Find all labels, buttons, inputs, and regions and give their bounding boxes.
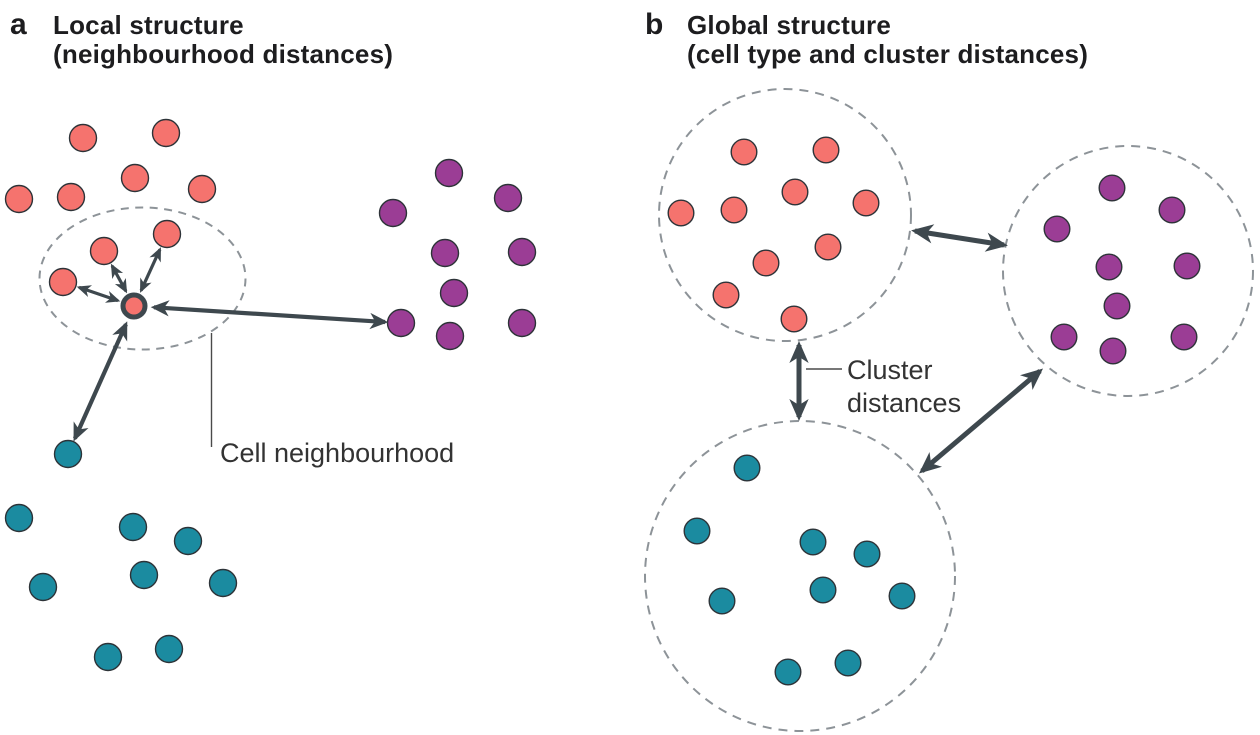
cell-dot	[834, 649, 862, 677]
cluster-circle-red	[658, 88, 912, 342]
cell-dot	[4, 184, 34, 214]
distance-arrow	[72, 321, 128, 442]
cell-dot	[68, 123, 98, 153]
panel-a-red-cluster	[4, 118, 217, 297]
cluster-circle-teal	[644, 420, 956, 732]
cell-dot	[1050, 323, 1078, 351]
distance-arrow	[139, 247, 162, 293]
distance-arrow	[150, 300, 389, 330]
cell-dot	[733, 454, 761, 482]
panel-a-label: a	[10, 8, 27, 41]
cell-dot	[435, 321, 465, 351]
panel-a-title-line2: (neighbourhood distances)	[53, 39, 393, 69]
panel-b-cluster-distance-arrows	[789, 224, 1044, 474]
cell-dot	[89, 236, 119, 266]
panel-a-title-line1: Local structure	[53, 10, 244, 40]
panel-b-cluster-dots	[667, 136, 1201, 686]
cell-dot	[799, 528, 827, 556]
cell-dot	[93, 642, 123, 672]
cell-dot	[730, 138, 758, 166]
cell-dot	[378, 198, 408, 228]
cell-dot	[4, 503, 34, 533]
cell-dot	[507, 237, 537, 267]
cell-dot	[667, 199, 695, 227]
cell-dot	[493, 183, 523, 213]
cell-dot	[434, 158, 464, 188]
cell-dot	[56, 182, 86, 212]
cell-dot	[173, 526, 203, 556]
cluster-distances-label-line1: Cluster	[847, 355, 933, 385]
cell-dot	[208, 568, 238, 598]
cell-dot	[151, 118, 181, 148]
cell-dot	[1099, 337, 1127, 365]
cell-dot	[752, 249, 780, 277]
cell-dot	[712, 281, 740, 309]
cell-dot	[812, 136, 840, 164]
cell-dot	[780, 305, 808, 333]
cell-dot	[154, 634, 184, 664]
cell-dot	[1098, 174, 1126, 202]
cell-dot	[120, 163, 150, 193]
central-cell	[120, 292, 148, 320]
cell-dot	[1103, 292, 1131, 320]
cell-dot	[187, 174, 217, 204]
cell-neighbourhood-ellipse	[38, 206, 247, 351]
cluster-circle-purple	[1002, 145, 1254, 397]
distance-arrow	[918, 368, 1044, 474]
cell-dot	[1095, 253, 1123, 281]
panel-a-neighbour-distance-arrows	[76, 247, 162, 303]
cell-dot	[1170, 323, 1198, 351]
cell-dot	[386, 308, 416, 338]
cell-dot	[152, 219, 182, 249]
cell-dot	[507, 308, 537, 338]
cell-dot	[781, 178, 809, 206]
panel-b-title-line1: Global structure	[687, 10, 891, 40]
panel-a-teal-cluster	[4, 439, 238, 672]
panel-b-label: b	[645, 8, 663, 41]
cell-dot	[118, 512, 148, 542]
cell-dot	[720, 196, 748, 224]
distance-arrow	[110, 263, 128, 294]
cell-dot	[683, 517, 711, 545]
cell-dot	[28, 572, 58, 602]
panel-b-title-line2: (cell type and cluster distances)	[687, 39, 1088, 69]
cell-dot	[809, 576, 837, 604]
cell-neighbourhood-label: Cell neighbourhood	[220, 438, 454, 468]
cell-dot	[852, 189, 880, 217]
cell-dot	[1173, 252, 1201, 280]
cell-dot	[888, 582, 916, 610]
cell-dot	[774, 658, 802, 686]
cell-dot	[430, 238, 460, 268]
panel-a-long-distance-arrows	[72, 300, 389, 442]
cell-dot	[708, 587, 736, 615]
panel-b-cluster-circles	[644, 88, 1254, 732]
panel-b-red-cluster	[667, 136, 880, 333]
distance-arrow	[911, 224, 1008, 252]
cell-dot	[48, 267, 78, 297]
cell-dot	[1158, 196, 1186, 224]
panel-a-purple-cluster	[378, 158, 537, 351]
panel-b-purple-cluster	[1043, 174, 1201, 365]
cell-dot	[129, 560, 159, 590]
cell-dot	[1043, 215, 1071, 243]
distance-arrow	[76, 285, 121, 303]
panel-b-teal-cluster	[683, 454, 916, 686]
cluster-distances-label-line2: distances	[847, 388, 961, 418]
cell-dot	[439, 278, 469, 308]
cell-dot	[814, 233, 842, 261]
cell-dot	[853, 540, 881, 568]
cell-dot	[53, 439, 83, 469]
